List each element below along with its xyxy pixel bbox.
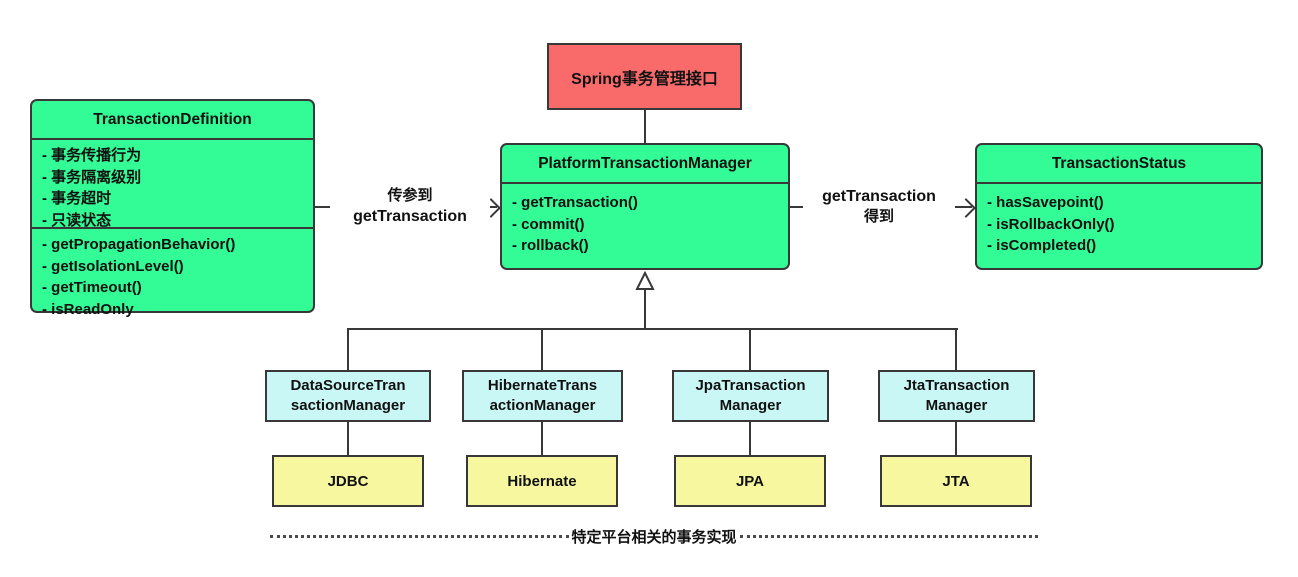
return-arrow-label-line2: 得到 [863, 208, 894, 225]
attribute-item: - 事务隔离级别 [42, 168, 142, 186]
manager-label: JtaTransaction Manager [903, 377, 1010, 414]
return-arrow-label: getTransaction 得到 [803, 186, 955, 227]
connector-tree-drop [541, 328, 543, 370]
method-item: - isCompleted() [987, 237, 1097, 254]
transaction-status-class: TransactionStatus - hasSavepoint() - isR… [975, 143, 1263, 270]
methods-section: - getTransaction() - commit() - rollback… [502, 184, 788, 257]
footer-separator: 特定平台相关的事务实现 [270, 527, 1039, 546]
connector-platform-drop [541, 421, 543, 455]
connector-tree-drop [955, 328, 957, 370]
dotted-line [739, 534, 1039, 538]
connector-platform-drop [749, 421, 751, 455]
class-title: TransactionStatus [977, 145, 1261, 184]
spring-interface-box: Spring事务管理接口 [547, 43, 742, 110]
manager-box-jpa: JpaTransaction Manager [672, 370, 829, 422]
dotted-line [270, 534, 569, 538]
class-title: PlatformTransactionManager [502, 145, 788, 184]
method-item: - getPropagationBehavior() [42, 236, 236, 253]
pass-arrow-label: 传参到 getTransaction [330, 186, 490, 227]
manager-box-jta: JtaTransaction Manager [878, 370, 1035, 422]
method-item: - getTimeout() [42, 279, 142, 296]
platform-label: JPA [735, 472, 765, 490]
methods-section: - hasSavepoint() - isRollbackOnly() - is… [977, 184, 1261, 257]
manager-box-hibernate: HibernateTrans actionManager [462, 370, 623, 422]
arrowhead-right-icon [956, 198, 976, 218]
return-arrow-label-line1: getTransaction [822, 188, 936, 205]
connector-platform-drop [347, 421, 349, 455]
connector-tree-stem [644, 288, 646, 329]
connector-interface-line [644, 110, 646, 143]
pass-arrow-label-line2: getTransaction [353, 208, 467, 225]
manager-label: JpaTransaction Manager [695, 377, 806, 414]
manager-label: DataSourceTran sactionManager [290, 377, 406, 414]
method-item: - isRollbackOnly() [987, 215, 1115, 233]
manager-label: HibernateTrans actionManager [487, 377, 598, 414]
platform-label: JTA [942, 472, 970, 490]
platform-box-jdbc: JDBC [272, 455, 424, 507]
manager-box-datasource: DataSourceTran sactionManager [265, 370, 431, 422]
method-item: - isReadOnly [42, 300, 134, 318]
attribute-item: - 只读状态 [42, 211, 112, 229]
method-item: - rollback() [512, 237, 589, 254]
platform-label: Hibernate [507, 472, 577, 490]
methods-section: - getPropagationBehavior() - getIsolatio… [32, 229, 313, 320]
connector-tree-drop [749, 328, 751, 370]
method-item: - commit() [512, 215, 585, 233]
method-item: - getIsolationLevel() [42, 257, 184, 275]
footer-label: 特定平台相关的事务实现 [571, 528, 737, 546]
platform-box-jpa: JPA [674, 455, 826, 507]
platform-box-jta: JTA [880, 455, 1032, 507]
attribute-item: - 事务传播行为 [42, 147, 142, 164]
connector-platform-drop [955, 421, 957, 455]
method-item: - getTransaction() [512, 194, 638, 211]
class-title: TransactionDefinition [32, 101, 313, 140]
platform-box-hibernate: Hibernate [466, 455, 618, 507]
attribute-item: - 事务超时 [42, 190, 112, 207]
method-item: - hasSavepoint() [987, 194, 1104, 211]
attributes-section: - 事务传播行为 - 事务隔离级别 - 事务超时 - 只读状态 [32, 140, 313, 229]
connector-tree-drop [347, 328, 349, 370]
pass-arrow-label-line1: 传参到 [387, 187, 433, 204]
connector-tree-bar [348, 328, 958, 330]
platform-transaction-manager-class: PlatformTransactionManager - getTransact… [500, 143, 790, 270]
platform-label: JDBC [327, 472, 369, 490]
spring-interface-label: Spring事务管理接口 [571, 70, 718, 88]
transaction-definition-class: TransactionDefinition - 事务传播行为 - 事务隔离级别 … [30, 99, 315, 318]
